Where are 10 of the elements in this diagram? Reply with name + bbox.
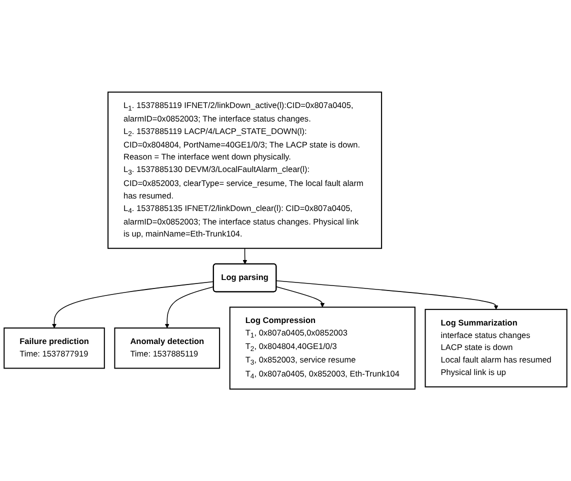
- arrow: [164, 286, 214, 328]
- arrow: [52, 281, 214, 328]
- arrow: [242, 248, 248, 264]
- arrow: [276, 280, 498, 310]
- node-box: Log Summarization interface status changes LACP state is down Local fault alarm has resumed Physical link is up: [424, 308, 568, 388]
- node-box: Log Compression T$_{1}$, 0x807a0405,0x0852003 T$_{2}$, 0x804804,40GE1/0/3 T$_{3}$, 0x852003, service resume T$_{4}$, 0x807a0405, 0x852003, Eth-Trunk104: [229, 306, 416, 390]
- arrow: [276, 286, 325, 308]
- node-box: L$_{1}$. 1537885119 IFNET/2/linkDown_active(l):CID=0x807a0405, alarmID=0x0852003; The interface status changes. L$_{2}$. 1537885119 LACP/4/LACP_STATE_DOWN(l): CID=0x804804, PortName=40GE1/0/3; The LACP state is down. Reason = The interface went down physically. L$_{3}$. 1537885130 DEVM/3/LocalFaultAlarm_clear(l): CID=0x852003, clearType= service_resume, The local fault alarm has resumed. L$_{4}$. 1537885135 IFNET/2/linkDown_clear(l): CID=0x807a0405, alarmID=0x0852003; The interface status changes. Physical link is up, mainName=Eth-Trunk104.: [108, 92, 382, 249]
- node-box: Anomaly detection Time: 1537885119: [114, 327, 220, 369]
- node-box: Failure prediction Time: 1537877919: [4, 327, 105, 369]
